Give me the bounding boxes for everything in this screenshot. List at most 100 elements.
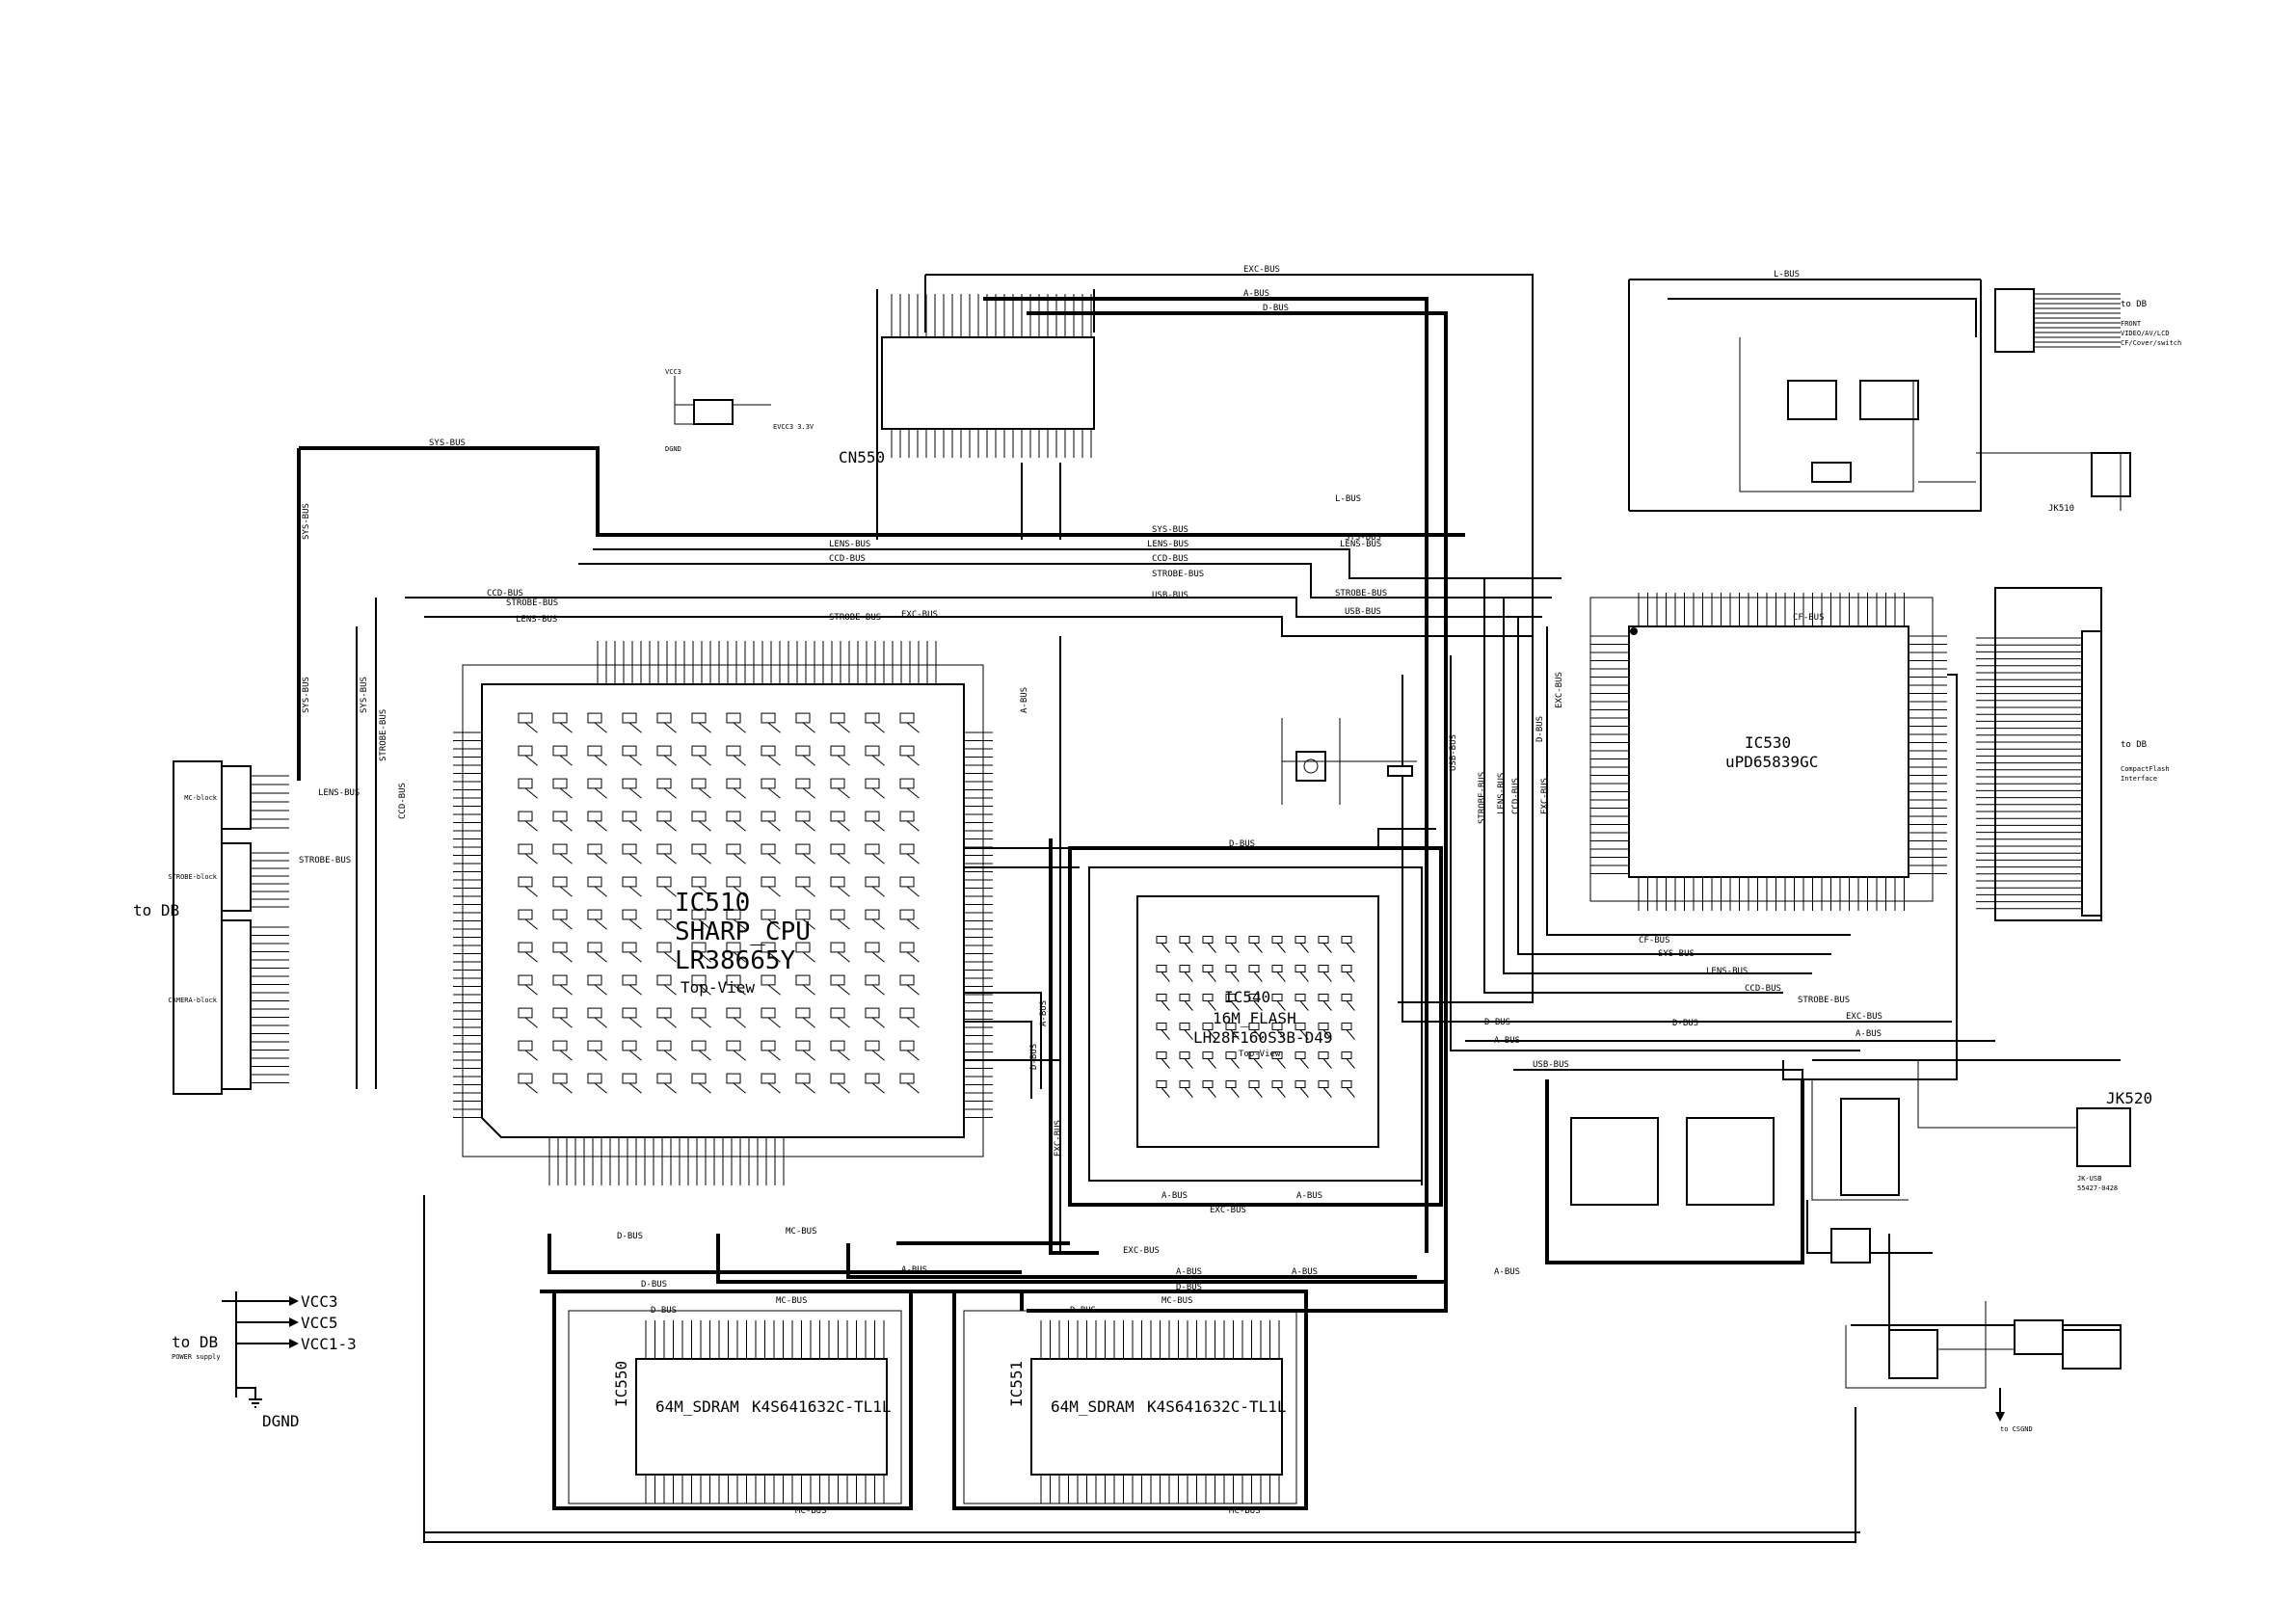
cf-desc1: CompactFlash bbox=[2121, 765, 2170, 773]
label-exc-bus-low: EXC-BUS bbox=[1123, 1246, 1160, 1256]
bus-wiring bbox=[297, 274, 2122, 1543]
power-sub: POWER supply bbox=[172, 1353, 221, 1361]
ic530-pins bbox=[1590, 593, 1947, 911]
rail-vcc5: VCC5 bbox=[301, 1314, 338, 1332]
label-a-bus-top: A-BUS bbox=[1243, 289, 1269, 299]
label-a-bus-flash2: A-BUS bbox=[1296, 1191, 1322, 1201]
label-exc-bus-vert2: EXC-BUS bbox=[1540, 778, 1550, 814]
label-mc-bus-sd1: MC-BUS bbox=[776, 1296, 808, 1306]
label-a-bus-low: A-BUS bbox=[901, 1265, 927, 1275]
ic551-part: K4S641632C-TL1L bbox=[1147, 1397, 1287, 1416]
label-ccd-bus-l: CCD-BUS bbox=[487, 589, 523, 599]
label-strobe-bus-left: STROBE-BUS bbox=[299, 856, 351, 865]
to-csgnd: to CSGND bbox=[2000, 1425, 2033, 1433]
evcc3-label: EVCC3 3.3V bbox=[773, 423, 814, 431]
label-lens-bus-rr: LENS-BUS bbox=[1340, 540, 1381, 549]
label-l-bus-mid: L-BUS bbox=[1335, 494, 1361, 504]
label-usb-bus-b: USB-BUS bbox=[1533, 1060, 1569, 1070]
label-mc-bus-sd1b: MC-BUS bbox=[795, 1506, 827, 1516]
label-cf-bus-b: CF-BUS bbox=[1639, 936, 1670, 945]
switch-block bbox=[1281, 718, 1417, 805]
top-right-block: to DB FRONT VIDEO/AV/LCD CF/Cover/switch… bbox=[1739, 288, 2181, 514]
label-lens-bus-left: LENS-BUS bbox=[318, 788, 360, 798]
label-strobe-bus-r: STROBE-BUS bbox=[1335, 589, 1387, 599]
left-group-strobe: STROBE-block bbox=[168, 873, 217, 881]
label-exc-bus-vert: EXC-BUS bbox=[1054, 1120, 1063, 1157]
ic551-ref: IC551 bbox=[1007, 1361, 1026, 1407]
label-d-bus-sd2: D-BUS bbox=[1070, 1306, 1096, 1316]
label-usb-bus: USB-BUS bbox=[1152, 591, 1188, 600]
label-ccd-bus-b: CCD-BUS bbox=[1745, 984, 1781, 994]
evcc3-vcc: VCC3 bbox=[665, 368, 681, 376]
ic551-size: 64M_SDRAM bbox=[1051, 1397, 1135, 1416]
ic540-part: LH28F160S3B-D49 bbox=[1193, 1028, 1333, 1047]
label-exc-bus-mid: EXC-BUS bbox=[901, 610, 938, 620]
tr-desc3: CF/Cover/switch bbox=[2121, 339, 2181, 347]
ic510-ball-grid bbox=[518, 712, 920, 1094]
ic540-size: 16M_FLASH bbox=[1213, 1009, 1296, 1027]
label-ccd-bus-r: CCD-BUS bbox=[1152, 554, 1188, 564]
label-mc-bus-sd2b: MC-BUS bbox=[1229, 1506, 1261, 1516]
ic510-part: LR38665Y bbox=[675, 946, 796, 975]
ic550-block: IC550 64M_SDRAM K4S641632C-TL1L bbox=[568, 1310, 902, 1504]
ic551-block: IC551 64M_SDRAM K4S641632C-TL1L bbox=[963, 1310, 1297, 1504]
label-sys-bus-right: SYS-BUS bbox=[1345, 533, 1381, 543]
jk510-ref: JK510 bbox=[2048, 504, 2074, 514]
label-exc-bus-flash: EXC-BUS bbox=[1210, 1206, 1246, 1215]
left-connector-pins bbox=[251, 775, 289, 1083]
rail-vcc3: VCC3 bbox=[301, 1292, 338, 1311]
label-d-bus-low: D-BUS bbox=[1176, 1283, 1202, 1292]
label-lens-bus-r: LENS-BUS bbox=[1147, 540, 1188, 549]
label-sys-bus-b: SYS-BUS bbox=[1658, 949, 1695, 959]
power-to-db: to DB bbox=[172, 1333, 218, 1351]
ic530-block: IC530 uPD65839GC bbox=[1589, 593, 1947, 911]
label-d-bus-m: D-BUS bbox=[1484, 1018, 1510, 1027]
label-strobe-bus-l: STROBE-BUS bbox=[506, 599, 558, 608]
label-sys-bus-vert3: SYS-BUS bbox=[360, 677, 369, 713]
ic510-name: SHARP_CPU bbox=[675, 918, 811, 946]
ic510-view: Top-View bbox=[681, 978, 755, 997]
left-connector: to DB MC-block STROBE-block CAMERA-block bbox=[133, 760, 289, 1095]
label-a-bus-low3: A-BUS bbox=[1292, 1267, 1318, 1277]
ic551-pins bbox=[1040, 1320, 1280, 1503]
label-cf-bus: CF-BUS bbox=[1793, 613, 1825, 623]
cf-connector: to DB CompactFlash Interface bbox=[1976, 587, 2170, 921]
rail-dgnd: DGND bbox=[262, 1412, 300, 1430]
tr-desc2: VIDEO/AV/LCD bbox=[2121, 330, 2170, 337]
label-d-bus-vert: D-BUS bbox=[1029, 1044, 1039, 1070]
evcc3-regulator: VCC3 EVCC3 3.3V DGND bbox=[665, 368, 814, 453]
label-d-bus-cpu: D-BUS bbox=[617, 1232, 643, 1241]
label-d-bus-vert2: D-BUS bbox=[1535, 716, 1545, 742]
top-right-connector-pins bbox=[2034, 293, 2121, 348]
label-mc-bus-sd2: MC-BUS bbox=[1161, 1296, 1193, 1306]
label-sys-bus-mid: SYS-BUS bbox=[1152, 525, 1188, 535]
label-strobe-bus-vert2: STROBE-BUS bbox=[379, 709, 388, 761]
evcc3-gnd: DGND bbox=[665, 445, 681, 453]
label-usb-bus-r: USB-BUS bbox=[1345, 607, 1381, 617]
label-a-bus-vert: A-BUS bbox=[1039, 1000, 1049, 1026]
power-legend: VCC3 VCC5 VCC1-3 DGND to DB POWER supply bbox=[172, 1291, 357, 1430]
bottom-right-block: to CSGND bbox=[1845, 1301, 2122, 1433]
ic550-part: K4S641632C-TL1L bbox=[752, 1397, 892, 1416]
label-mc-bus-cpu: MC-BUS bbox=[786, 1227, 817, 1237]
jk520-l2: 55427-0428 bbox=[2077, 1184, 2118, 1192]
ic530-ref: IC530 bbox=[1745, 733, 1791, 752]
label-ccd-bus-vert2: CCD-BUS bbox=[398, 783, 408, 819]
label-a-bus-bb: A-BUS bbox=[1855, 1029, 1882, 1039]
label-d-bus-b: D-BUS bbox=[1672, 1019, 1698, 1028]
usb-block: JK520 JK-USB 55427-0428 bbox=[1570, 1060, 2152, 1264]
cf-connector-pins bbox=[1976, 637, 2082, 910]
bus-labels: EXC-BUS A-BUS D-BUS L-BUS L-BUS SYS-BUS … bbox=[299, 265, 1882, 1516]
cf-desc2: Interface bbox=[2121, 775, 2157, 783]
ic550-pins bbox=[645, 1320, 885, 1503]
label-lens-bus-l: LENS-BUS bbox=[516, 615, 557, 625]
label-a-bus-low4: A-BUS bbox=[1494, 1267, 1520, 1277]
ic550-ref: IC550 bbox=[612, 1361, 630, 1407]
ic540-block: IC540 16M_FLASH LH28F160S3B-D49 Top-View bbox=[1136, 895, 1379, 1148]
cn550-block: CN550 bbox=[839, 294, 1095, 466]
ic530-part: uPD65839GC bbox=[1725, 753, 1818, 771]
rail-vcc1-3: VCC1-3 bbox=[301, 1335, 357, 1353]
ic510-pins bbox=[453, 641, 993, 1185]
label-d-bus-flash: D-BUS bbox=[1229, 839, 1255, 849]
ic540-ref: IC540 bbox=[1224, 988, 1270, 1006]
